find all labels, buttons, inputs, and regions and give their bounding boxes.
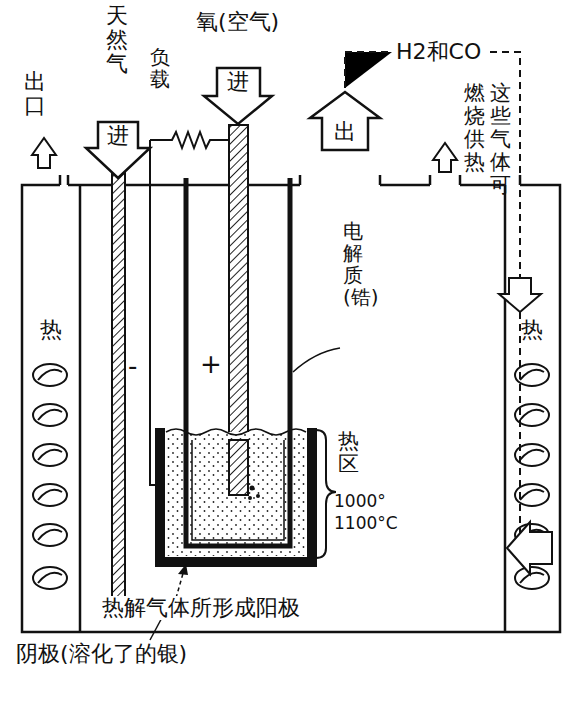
plus-sign: + xyxy=(200,350,222,379)
note-text: 燃烧供热 xyxy=(464,82,485,174)
gas-label: H2和CO xyxy=(394,40,483,64)
outlet-arrow-text: 出 xyxy=(334,120,356,144)
temperature-label: 1000° xyxy=(334,492,386,511)
inlet-arrow-text: 进 xyxy=(107,124,129,148)
hot-zone-label: 热区 xyxy=(338,430,359,476)
note-text: 这些气体可 xyxy=(490,82,511,197)
gas-inlet-label: 天然气 xyxy=(106,4,128,77)
minus-sign: - xyxy=(128,352,137,381)
heat-label: 热 xyxy=(521,318,543,342)
temperature-label: 1100°C xyxy=(334,514,398,533)
load-label: 负载 xyxy=(150,46,170,90)
inlet-arrow-text: 进 xyxy=(227,70,249,94)
electrolyte-label: 电解质(锆) xyxy=(343,220,363,308)
heat-label: 热 xyxy=(40,318,62,342)
outlet-label: 出口 xyxy=(24,70,46,118)
cathode-label: 阴极(溶化了的银) xyxy=(14,642,189,666)
oxygen-inlet-label: 氧(空气) xyxy=(196,10,279,34)
anode-label: 热解气体所形成阳极 xyxy=(100,596,302,620)
